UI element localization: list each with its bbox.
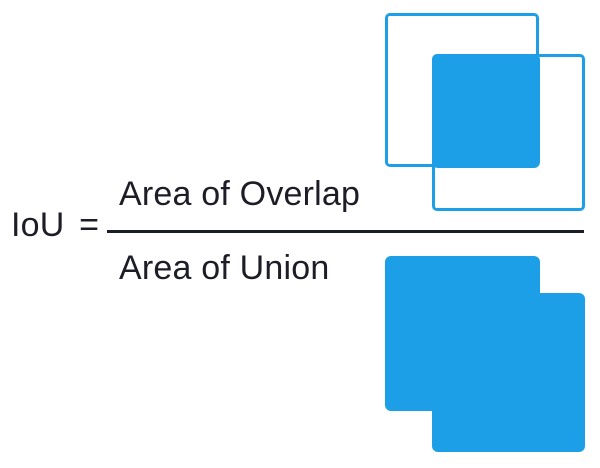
fraction-bar bbox=[107, 230, 584, 233]
denominator-label: Area of Union bbox=[119, 249, 330, 287]
intersection-fill-icon bbox=[432, 54, 540, 168]
iou-equals-label: IoU = bbox=[11, 206, 100, 244]
numerator-label: Area of Overlap bbox=[119, 175, 361, 213]
union-box-b-fill-icon bbox=[432, 293, 585, 452]
